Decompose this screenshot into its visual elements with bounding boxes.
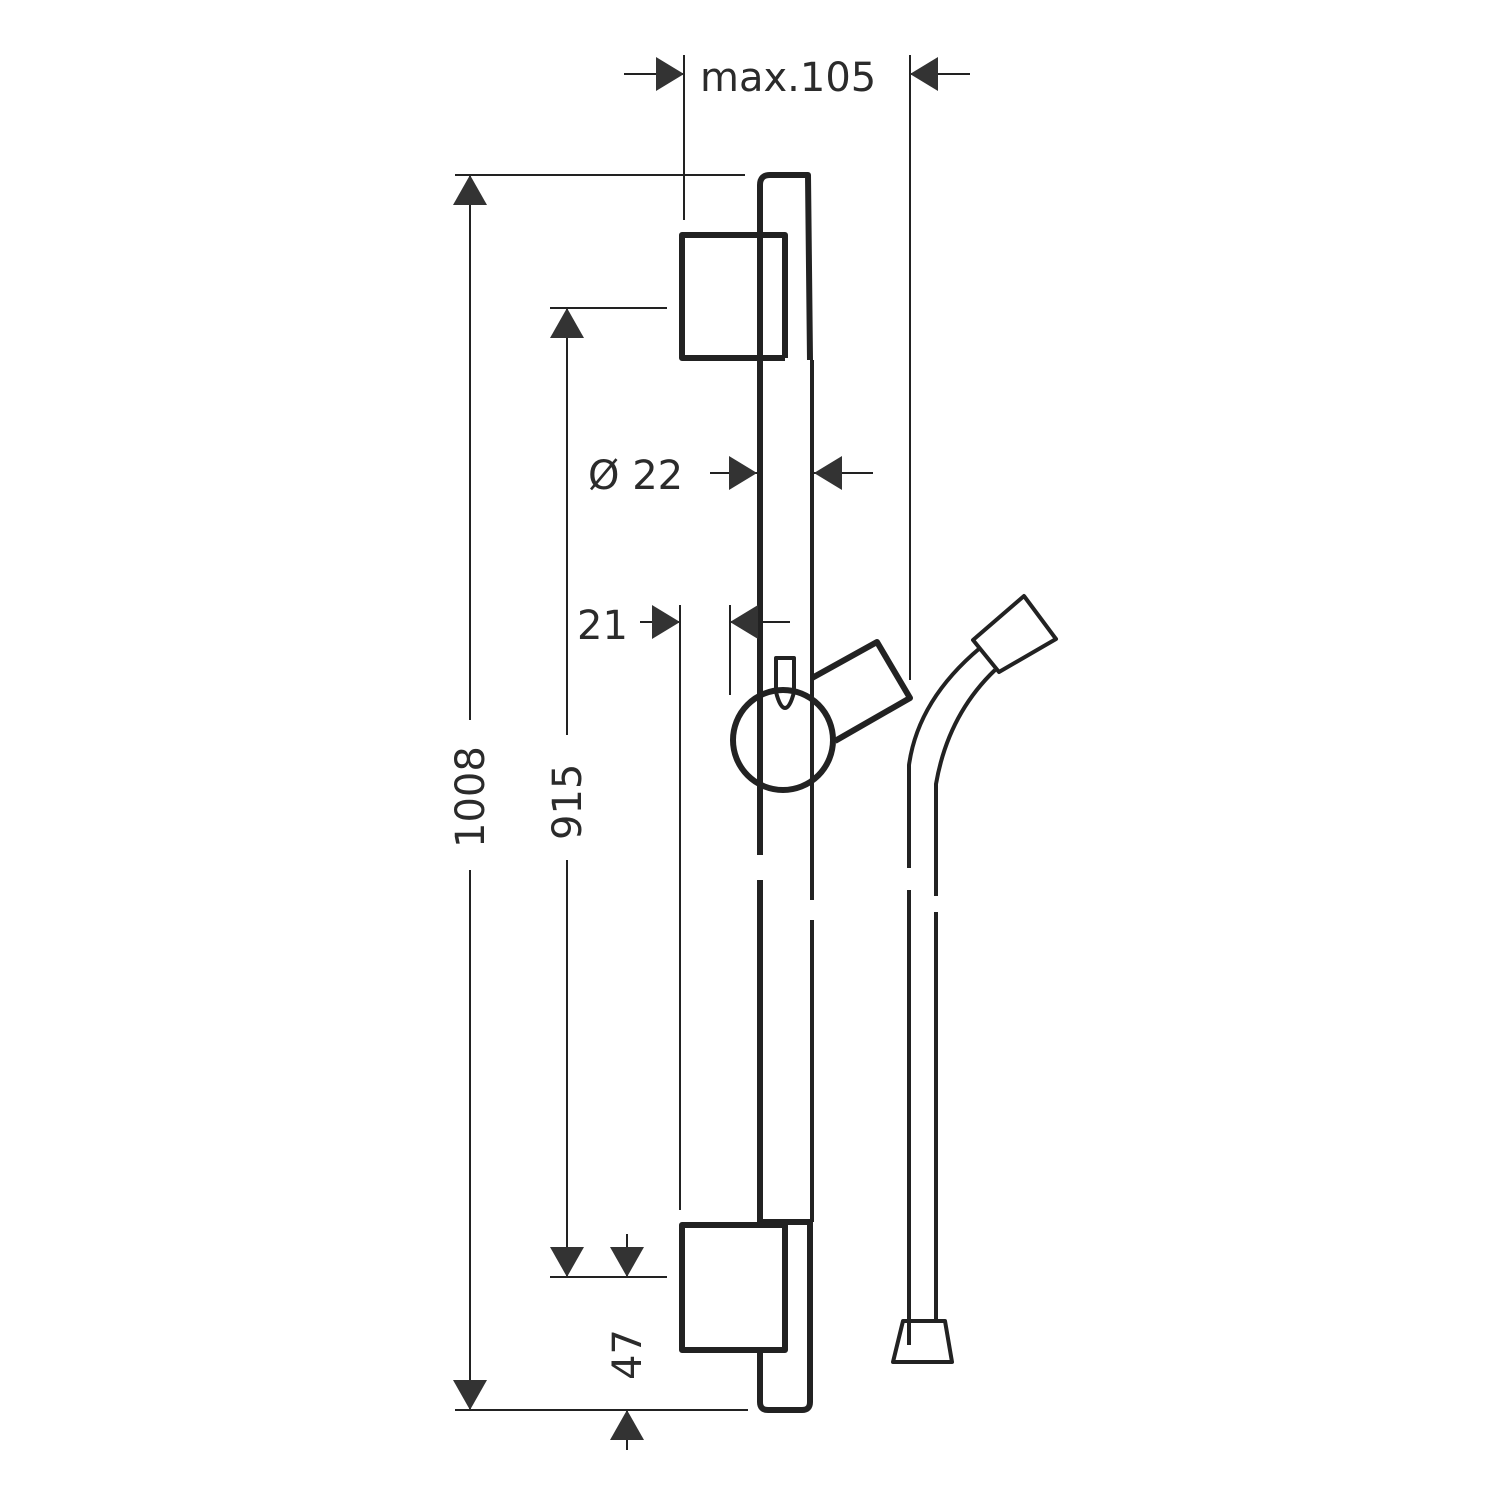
bottom-bracket bbox=[679, 1222, 788, 1353]
shower-slider bbox=[730, 639, 913, 793]
hose-left bbox=[907, 646, 982, 1345]
slider-pin bbox=[774, 656, 796, 710]
arrow-icon bbox=[453, 1380, 487, 1410]
dimension-label: Ø 22 bbox=[588, 453, 683, 499]
arrow-icon bbox=[550, 1247, 584, 1277]
arrow-icon bbox=[656, 57, 684, 91]
arrow-icon bbox=[910, 57, 938, 91]
dimension-overall-height: 1008 bbox=[448, 174, 748, 1411]
slider-knob bbox=[730, 687, 836, 793]
arrow-icon bbox=[610, 1410, 644, 1440]
top-bracket bbox=[679, 232, 788, 361]
dimension-label: 1008 bbox=[448, 746, 494, 848]
top-wall-cap bbox=[757, 172, 813, 361]
arrow-icon bbox=[652, 605, 680, 639]
shower-hose bbox=[891, 594, 1058, 1364]
hose-end-fitting bbox=[971, 594, 1058, 674]
arrow-icon bbox=[453, 175, 487, 205]
dimension-label: 915 bbox=[545, 764, 591, 840]
arrow-icon bbox=[550, 308, 584, 338]
dimension-label: max.105 bbox=[700, 55, 876, 101]
bottom-wall-cap bbox=[757, 1219, 813, 1413]
shower-rail bbox=[679, 172, 814, 1413]
dimension-bracket-spacing: 915 bbox=[545, 307, 667, 1278]
dimension-wall-offset: 21 bbox=[577, 603, 790, 1210]
dimension-rail-diameter: Ø 22 bbox=[588, 453, 873, 499]
arrow-icon bbox=[610, 1247, 644, 1277]
hose-cone-nut bbox=[891, 1319, 954, 1364]
dimension-max-projection: max.105 bbox=[624, 55, 970, 680]
dimension-bottom-offset: 47 bbox=[605, 1234, 651, 1450]
handset-holder bbox=[810, 639, 913, 744]
arrow-icon bbox=[729, 456, 757, 490]
hose-right bbox=[934, 668, 997, 1320]
dimension-label: 47 bbox=[605, 1329, 651, 1380]
arrow-icon bbox=[730, 605, 758, 639]
arrow-icon bbox=[814, 456, 842, 490]
dimension-label: 21 bbox=[577, 603, 628, 649]
